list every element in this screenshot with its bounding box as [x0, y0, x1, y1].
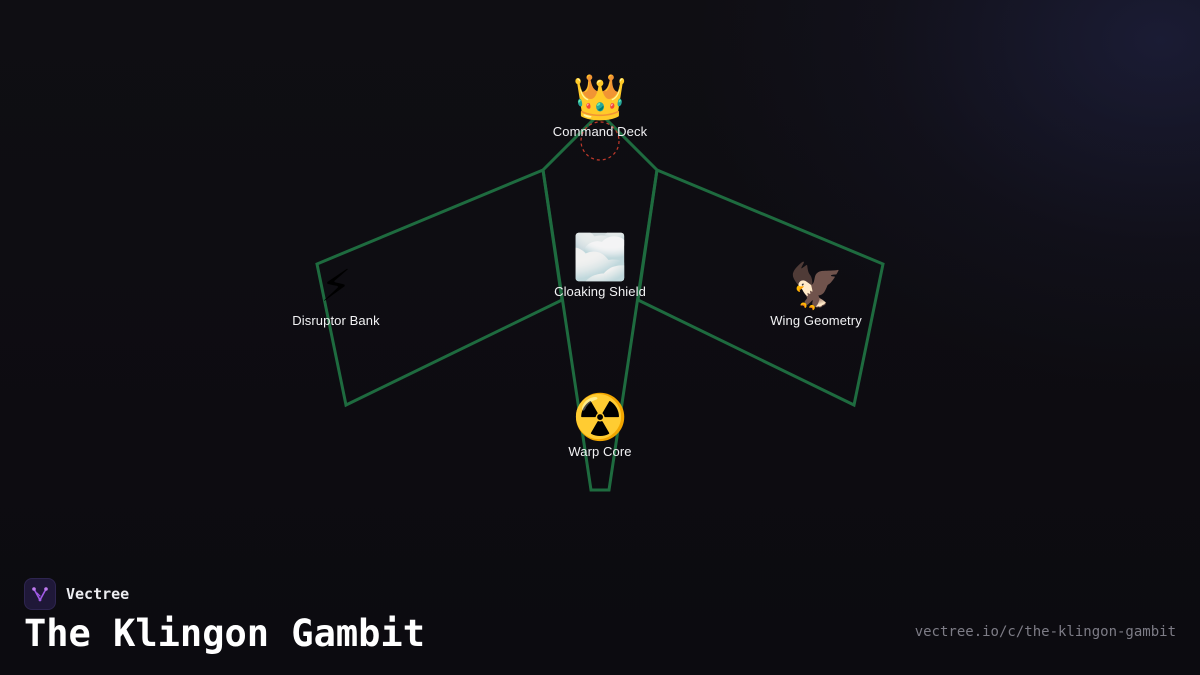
node-label: Cloaking Shield [554, 284, 646, 299]
node-wing-geometry[interactable]: 🦅 Wing Geometry [726, 263, 906, 329]
node-label: Wing Geometry [770, 313, 862, 328]
lightning-icon: ⚡ [320, 261, 352, 312]
hull-spine [541, 110, 659, 492]
vectree-logo [24, 578, 56, 610]
node-label: Disruptor Bank [292, 313, 380, 328]
vectree-tree-icon [32, 587, 48, 602]
node-disruptor-bank[interactable]: ⚡ Disruptor Bank [246, 263, 426, 329]
node-command-deck[interactable]: 👑 Command Deck [510, 74, 690, 140]
radioactive-icon: ☢️ [572, 392, 628, 443]
page-url[interactable]: vectree.io/c/the-klingon-gambit [914, 624, 1176, 640]
page-title: The Klingon Gambit [24, 612, 425, 655]
node-warp-core[interactable]: ☢️ Warp Core [510, 394, 690, 460]
crown-icon: 👑 [572, 72, 628, 123]
command-deck-marker [580, 121, 620, 161]
brand[interactable]: Vectree [24, 577, 129, 611]
brand-name: Vectree [66, 585, 130, 603]
eagle-icon: 🦅 [788, 261, 844, 312]
fog-icon: 🌫️ [572, 232, 628, 283]
node-label: Command Deck [552, 124, 648, 139]
node-cloaking-shield[interactable]: 🌫️ Cloaking Shield [510, 234, 690, 300]
node-label: Warp Core [568, 444, 632, 459]
